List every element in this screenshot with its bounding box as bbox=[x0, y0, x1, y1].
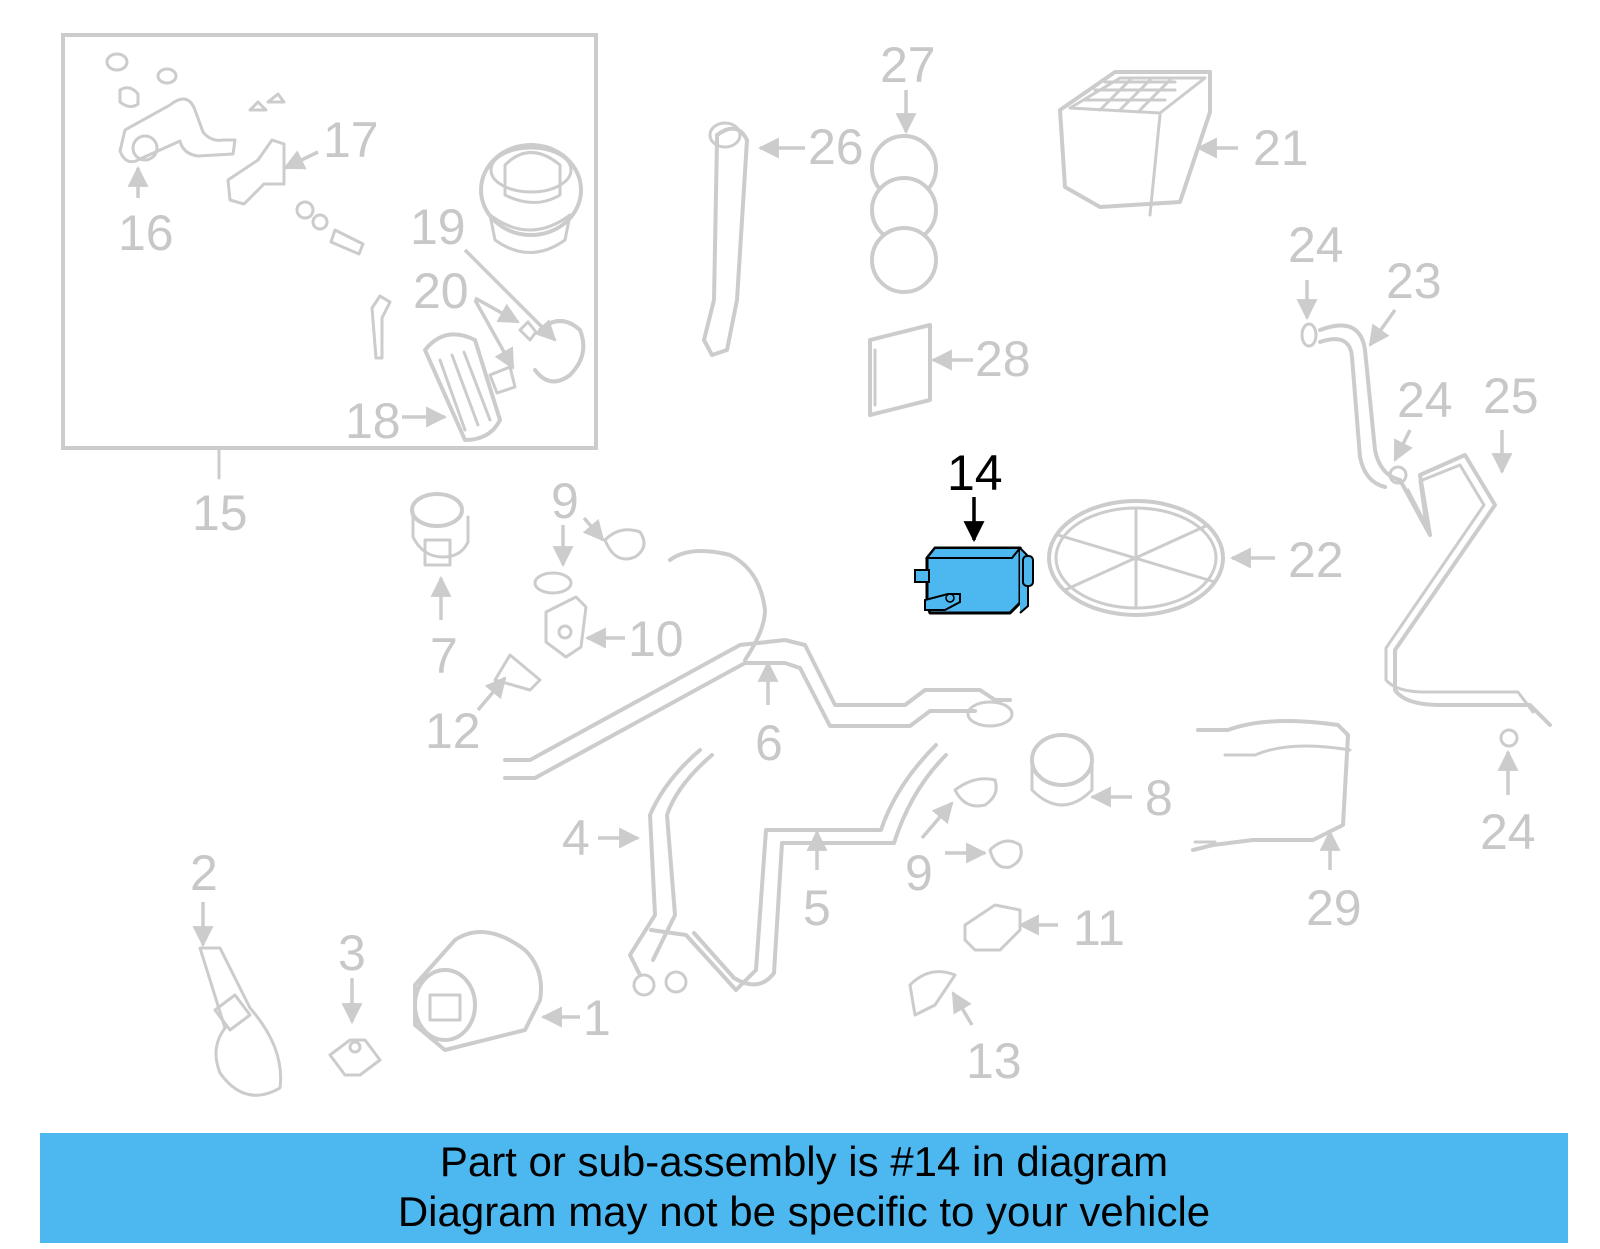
part-21-housing bbox=[1058, 70, 1212, 217]
callout-24-mid: 24 bbox=[1397, 372, 1453, 428]
part-1-air-pump bbox=[413, 930, 543, 1052]
callout-8: 8 bbox=[1145, 770, 1173, 826]
callout-24-bottom: 24 bbox=[1480, 804, 1536, 860]
part-3-sensor bbox=[328, 1038, 382, 1077]
part-6-pipe bbox=[503, 549, 1014, 780]
callout-9-lower: 9 bbox=[905, 845, 933, 901]
part-5-hose bbox=[649, 743, 948, 992]
part-17-sensor bbox=[226, 138, 365, 256]
callout-4: 4 bbox=[562, 810, 590, 866]
banner-line-part: Part or sub-assembly is #14 in diagram bbox=[439, 1138, 1169, 1185]
callout-10: 10 bbox=[628, 611, 684, 667]
callout-5: 5 bbox=[803, 880, 831, 936]
callout-2: 2 bbox=[190, 845, 218, 901]
callout-26: 26 bbox=[808, 119, 864, 175]
callout-14: 14 bbox=[947, 445, 1003, 501]
callout-21: 21 bbox=[1253, 120, 1309, 176]
callout-22: 22 bbox=[1288, 532, 1344, 588]
part-8-valve bbox=[1030, 733, 1094, 807]
callout-1: 1 bbox=[583, 990, 611, 1046]
part-27-spacers bbox=[870, 134, 938, 294]
callout-16: 16 bbox=[118, 205, 174, 261]
part-29-sensor bbox=[1191, 719, 1352, 852]
part-19-valve bbox=[479, 143, 583, 254]
info-banner: Part or sub-assembly is #14 in diagram D… bbox=[40, 1133, 1568, 1243]
part-25-tube bbox=[1384, 453, 1552, 748]
callout-18: 18 bbox=[345, 393, 401, 449]
part-14-highlighted[interactable] bbox=[914, 546, 1034, 615]
part-9-gasket-lower bbox=[953, 777, 1023, 869]
callout-24-top: 24 bbox=[1288, 217, 1344, 273]
callout-23: 23 bbox=[1386, 253, 1442, 309]
callout-11: 11 bbox=[1073, 900, 1125, 956]
callout-27: 27 bbox=[880, 37, 936, 93]
part-9-gasket-upper bbox=[533, 528, 646, 595]
callout-9-upper: 9 bbox=[551, 473, 579, 529]
part-11-bracket bbox=[963, 903, 1022, 952]
callout-6: 6 bbox=[755, 715, 783, 771]
part-28-bracket bbox=[868, 323, 932, 417]
part-23-hose bbox=[1300, 322, 1408, 489]
callout-25: 25 bbox=[1483, 368, 1539, 424]
part-16-bracket bbox=[105, 52, 286, 164]
part-26-hose bbox=[702, 121, 749, 357]
callout-20: 20 bbox=[413, 263, 469, 319]
callout-29: 29 bbox=[1306, 880, 1362, 936]
callout-17: 17 bbox=[323, 112, 379, 168]
callout-28: 28 bbox=[975, 331, 1031, 387]
callout-3: 3 bbox=[338, 925, 366, 981]
part-4-hose bbox=[628, 748, 714, 997]
leader-arrows bbox=[127, 90, 1519, 1028]
part-18-filter bbox=[370, 294, 586, 442]
callout-labels: 16 17 19 20 18 15 26 27 28 21 24 23 24 2… bbox=[118, 37, 1539, 1089]
part-10-gasket bbox=[544, 595, 588, 659]
part-22-ring bbox=[1047, 499, 1225, 617]
part-12-gasket bbox=[493, 653, 542, 692]
callout-15: 15 bbox=[192, 485, 248, 541]
part-7-valve bbox=[410, 492, 470, 567]
banner-line-disclaimer: Diagram may not be specific to your vehi… bbox=[397, 1188, 1211, 1235]
part-2-bracket bbox=[198, 946, 283, 1097]
callout-13: 13 bbox=[966, 1033, 1022, 1089]
part-13-bracket bbox=[908, 970, 957, 1017]
subassembly-box-15 bbox=[61, 33, 598, 480]
callout-7: 7 bbox=[430, 628, 458, 684]
callout-19: 19 bbox=[410, 199, 466, 255]
callout-12: 12 bbox=[425, 703, 481, 759]
